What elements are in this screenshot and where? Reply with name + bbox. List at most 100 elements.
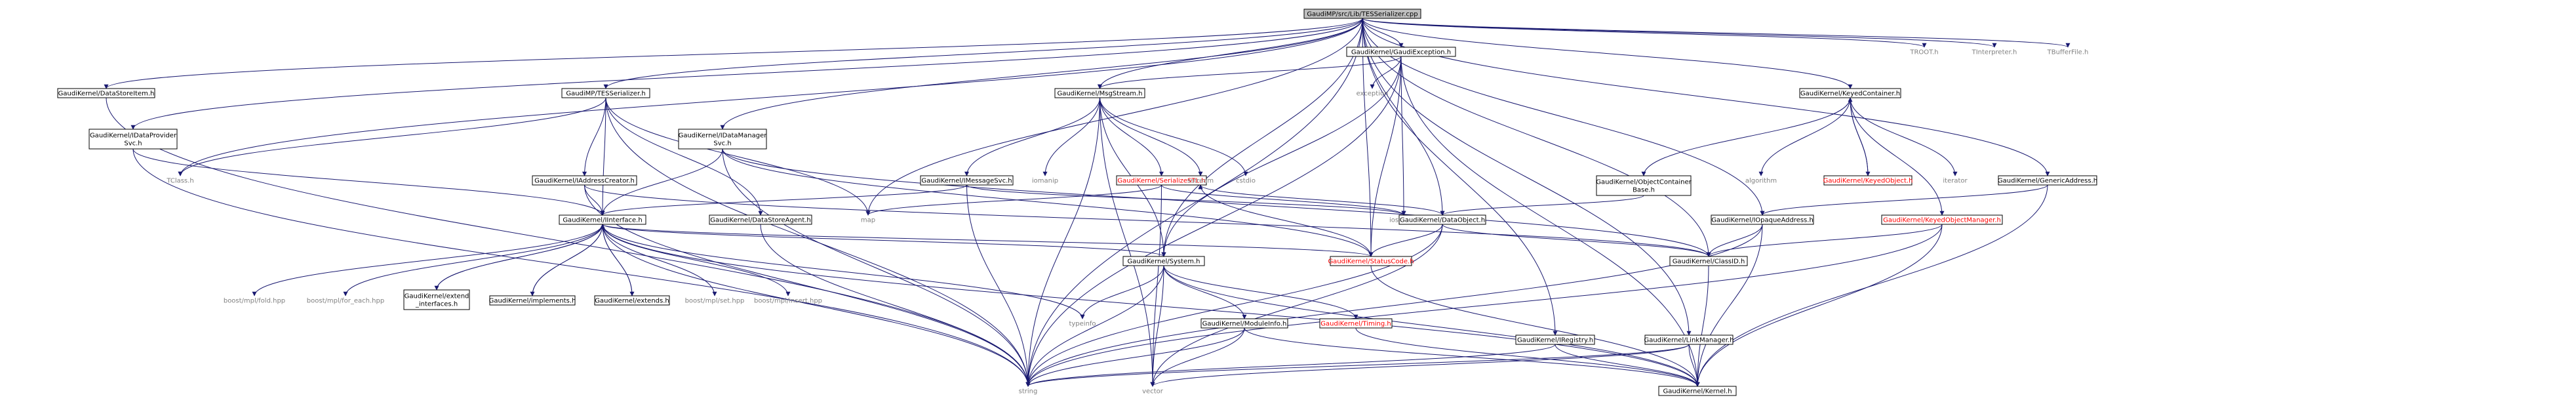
node-label-kom: GaudiKernel/KeyedObjectManager.h — [1883, 217, 2001, 224]
edge-root-to-ms — [1098, 18, 1363, 89]
node-iac[interactable]: GaudiKernel/IAddressCreator.h — [532, 175, 637, 186]
node-label-sstl: GaudiKernel/SerializeSTL.h — [1117, 178, 1205, 185]
node-label-tinterp: TInterpreter.h — [1972, 49, 2017, 56]
node-dsi[interactable]: GaudiKernel/DataStoreItem.h — [57, 88, 155, 98]
edge-iface-to-mfe — [343, 224, 603, 296]
edge-ireg-to-string — [1025, 344, 1556, 387]
edge-kc-to-ocb — [1641, 97, 1851, 176]
node-dsa[interactable]: GaudiKernel/DataStoreAgent.h — [709, 214, 812, 225]
node-modinfo[interactable]: GaudiKernel/ModuleInfo.h — [1200, 318, 1288, 329]
edge-ms-to-iomanip — [1042, 97, 1100, 176]
node-kom[interactable]: GaudiKernel/KeyedObjectManager.h — [1881, 214, 2003, 225]
edge-dsa-to-string — [760, 224, 1031, 387]
node-dobj[interactable]: GaudiKernel/DataObject.h — [1398, 214, 1486, 225]
node-sys[interactable]: GaudiKernel/System.h — [1122, 256, 1205, 266]
node-box-ims — [920, 175, 1014, 186]
edge-ge-to-iostream — [1400, 56, 1406, 216]
node-typeinfo[interactable]: typeinfo — [1069, 321, 1096, 328]
edge-ms-to-sstl — [1100, 97, 1164, 176]
node-box-root — [1303, 9, 1421, 19]
node-label-ge: GaudiKernel/GaudiException.h — [1351, 49, 1451, 56]
edge-root-to-tbuf — [1362, 18, 2071, 48]
edge-idm-to-iface — [600, 148, 723, 216]
node-label-mfe: boost/mpl/for_each.hpp — [307, 298, 384, 305]
edge-root-to-ge — [1362, 18, 1404, 48]
node-label-ims: GaudiKernel/IMessageSvc.h — [921, 178, 1012, 185]
node-kc[interactable]: GaudiKernel/KeyedContainer.h — [1799, 88, 1901, 98]
edge-iac-to-clsid — [584, 184, 1711, 257]
node-vector[interactable]: vector — [1142, 388, 1164, 396]
node-impl[interactable]: GaudiKernel/implements.h — [489, 295, 576, 306]
node-tess[interactable]: GaudiMP/TESSerializer.h — [561, 88, 650, 98]
node-tinterp[interactable]: TInterpreter.h — [1972, 49, 2017, 56]
node-iter[interactable]: iterator — [1943, 178, 1968, 185]
node-gaddr[interactable]: GaudiKernel/GenericAddress.h — [1998, 175, 2097, 186]
edge-iface-to-mfold — [252, 224, 603, 296]
node-extif[interactable]: GaudiKernel/extend_interfaces.h — [403, 289, 470, 310]
edge-root-to-gaddr — [1362, 18, 2050, 176]
node-kernel[interactable]: GaudiKernel/Kernel.h — [1658, 386, 1737, 396]
node-ireg[interactable]: GaudiKernel/IRegistry.h — [1515, 335, 1595, 345]
node-label-sys: GaudiKernel/System.h — [1128, 258, 1200, 266]
node-clsid[interactable]: GaudiKernel/ClassID.h — [1669, 256, 1748, 266]
node-exc[interactable]: exception — [1357, 91, 1389, 98]
node-root[interactable]: GaudiMP/src/Lib/TESSerializer.cpp — [1303, 9, 1421, 19]
edge-ocb-to-dobj — [1440, 195, 1644, 216]
node-tbuf[interactable]: TBufferFile.h — [2047, 49, 2089, 56]
node-ge[interactable]: GaudiKernel/GaudiException.h — [1346, 47, 1456, 57]
node-timing[interactable]: GaudiKernel/Timing.h — [1319, 318, 1393, 329]
node-box-ms — [1054, 88, 1145, 98]
node-label-modinfo: GaudiKernel/ModuleInfo.h — [1202, 321, 1287, 328]
node-sc[interactable]: GaudiKernel/StatusCode.h — [1328, 256, 1414, 266]
node-label-vector: vector — [1142, 388, 1164, 396]
node-iomanip[interactable]: iomanip — [1032, 178, 1058, 185]
node-label-string: string — [1019, 388, 1038, 396]
edge-kobj-to-kc — [1848, 97, 1869, 176]
node-label-tclass: TClass.h — [166, 178, 193, 185]
node-mset[interactable]: boost/mpl/set.hpp — [685, 298, 745, 305]
node-sstream[interactable]: sstream — [1187, 178, 1214, 185]
edge-root-to-tclass — [178, 18, 1363, 176]
edge-ireg-to-kernel — [1555, 344, 1700, 387]
edge-root-to-string — [1025, 18, 1363, 387]
edge-ge-to-sc — [1368, 56, 1402, 257]
edge-iac-to-iface — [584, 184, 605, 216]
node-mins[interactable]: boost/mpl/insert.hpp — [754, 298, 822, 305]
node-label-dsa: GaudiKernel/DataStoreAgent.h — [710, 217, 811, 224]
node-sstl[interactable]: GaudiKernel/SerializeSTL.h — [1116, 175, 1207, 186]
node-alg[interactable]: algorithm — [1745, 178, 1777, 185]
node-tclass[interactable]: TClass.h — [166, 178, 193, 185]
node-mfe[interactable]: boost/mpl/for_each.hpp — [307, 298, 384, 305]
node-extends[interactable]: GaudiKernel/extends.h — [594, 295, 670, 306]
node-label-alg: algorithm — [1745, 178, 1777, 185]
edge-ge-to-kernel — [1400, 56, 1700, 387]
node-label-tbuf: TBufferFile.h — [2047, 49, 2089, 56]
node-label-idp-1: Svc.h — [124, 140, 142, 148]
node-box-ireg — [1515, 335, 1595, 345]
node-string[interactable]: string — [1019, 388, 1038, 396]
edge-ims-to-iface — [600, 184, 967, 216]
node-label-iface: GaudiKernel/IInterface.h — [563, 217, 642, 224]
node-ms[interactable]: GaudiKernel/MsgStream.h — [1054, 88, 1145, 98]
node-kobj[interactable]: GaudiKernel/KeyedObject.h — [1823, 175, 1913, 186]
edge-kc-to-alg — [1758, 97, 1851, 176]
node-ims[interactable]: GaudiKernel/IMessageSvc.h — [920, 175, 1014, 186]
edge-ims-to-iostream — [966, 184, 1406, 216]
node-mfold[interactable]: boost/mpl/fold.hpp — [224, 298, 285, 305]
node-label-ireg: GaudiKernel/IRegistry.h — [1517, 337, 1593, 344]
node-lm[interactable]: GaudiKernel/LinkManager.h — [1644, 335, 1734, 345]
edge-layer — [104, 18, 2071, 387]
node-box-tess — [561, 88, 650, 98]
node-box-sc — [1330, 256, 1412, 266]
node-box-iopa — [1711, 214, 1814, 225]
node-troot[interactable]: TROOT.h — [1909, 49, 1938, 56]
node-cstdio[interactable]: cstdio — [1236, 178, 1256, 185]
edge-kom-to-clsid — [1706, 224, 1943, 257]
edge-kom-to-kernel — [1695, 224, 1943, 387]
node-map[interactable]: map — [861, 217, 875, 224]
node-iopa[interactable]: GaudiKernel/IOpaqueAddress.h — [1711, 214, 1814, 225]
node-iface[interactable]: GaudiKernel/IInterface.h — [559, 214, 646, 225]
